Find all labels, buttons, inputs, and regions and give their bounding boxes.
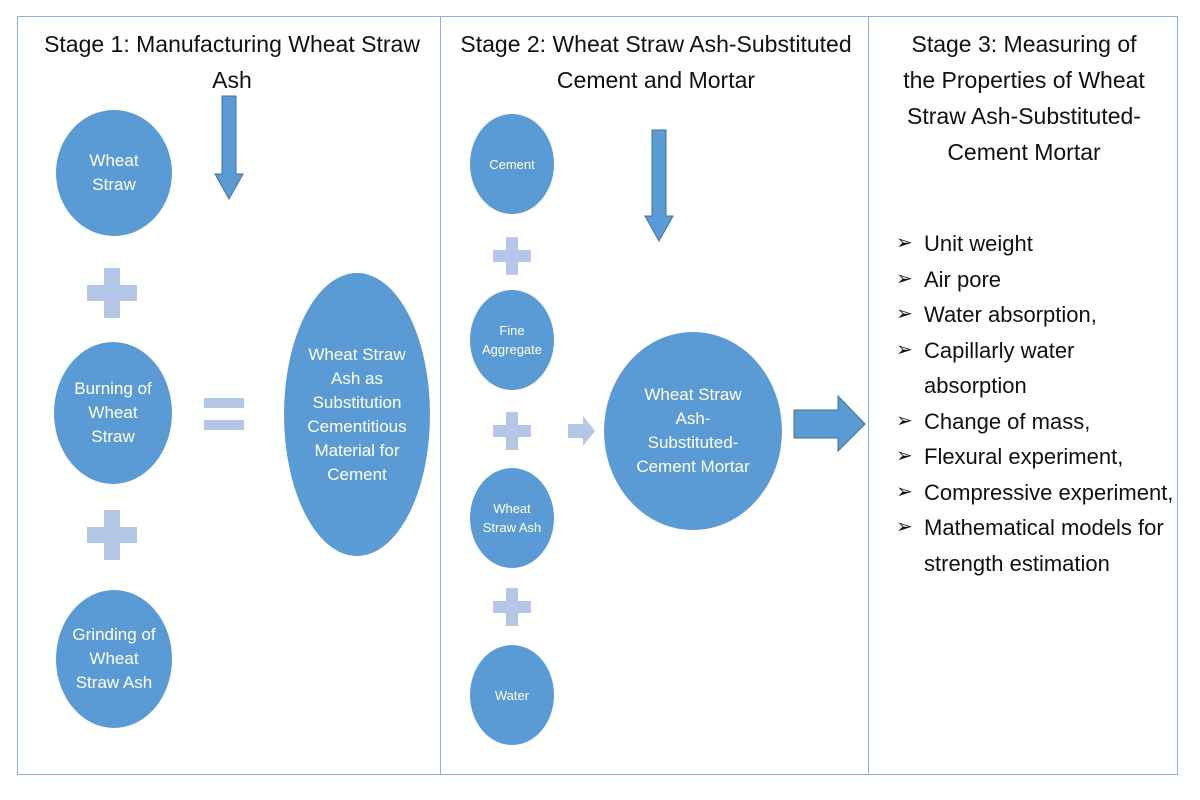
cement-node: Cement — [470, 114, 554, 214]
arrow-bullet-icon: ➢ — [896, 445, 913, 467]
plus-sign — [493, 237, 531, 275]
stage2-title: Stage 2: Wheat Straw Ash-Substituted Cem… — [460, 31, 852, 93]
diagram-frame — [17, 16, 1178, 775]
stage1-down-arrow — [214, 95, 244, 201]
property-item: ➢Mathematical models for strength estima… — [896, 510, 1174, 581]
stage-divider-2 — [868, 16, 869, 775]
burning-wheat-straw-node: Burning of Wheat Straw — [54, 342, 172, 484]
grinding-wheat-straw-ash-node: Grinding of Wheat Straw Ash — [56, 590, 172, 728]
arrow-bullet-icon: ➢ — [896, 516, 913, 538]
light-right-arrow — [568, 416, 595, 446]
property-item: ➢Flexural experiment, — [896, 439, 1174, 475]
arrow-bullet-icon: ➢ — [896, 409, 913, 432]
arrow-bullet-icon: ➢ — [896, 338, 913, 361]
arrow-bullet-icon: ➢ — [896, 303, 913, 325]
wheat-straw-ash-result-node: Wheat Straw Ash as Substitution Cementit… — [284, 273, 430, 556]
plus-sign — [87, 268, 137, 318]
property-item: ➢Air pore — [896, 262, 1174, 298]
wheat-straw-node: Wheat Straw — [56, 110, 172, 236]
arrow-bullet-icon: ➢ — [896, 480, 913, 503]
property-item: ➢Unit weight — [896, 226, 1174, 262]
plus-sign — [493, 412, 531, 450]
stage2-right-arrow — [793, 394, 866, 453]
plus-sign — [87, 510, 137, 560]
properties-list: ➢Unit weight ➢Air pore ➢Water absorption… — [896, 226, 1174, 581]
arrow-bullet-icon: ➢ — [896, 232, 913, 254]
stage1-title: Stage 1: Manufacturing Wheat Straw Ash — [44, 31, 420, 93]
property-item: ➢Compressive experiment, — [896, 475, 1174, 511]
wheat-straw-ash-ingredient-node: Wheat Straw Ash — [470, 468, 554, 568]
stage2-down-arrow — [644, 129, 674, 243]
plus-sign — [493, 588, 531, 626]
fine-aggregate-node: Fine Aggregate — [470, 290, 554, 390]
mortar-result-node: Wheat Straw Ash-Substituted-Cement Morta… — [604, 332, 782, 530]
stage3-title: Stage 3: Measuring of the Properties of … — [903, 31, 1145, 165]
equals-sign — [204, 398, 244, 430]
property-item: ➢Change of mass, — [896, 404, 1174, 440]
stage-divider-1 — [440, 16, 441, 775]
arrow-bullet-icon: ➢ — [896, 267, 913, 290]
property-item: ➢Capillarly water absorption — [896, 333, 1174, 404]
property-item: ➢Water absorption, — [896, 297, 1174, 333]
water-node: Water — [470, 645, 554, 745]
